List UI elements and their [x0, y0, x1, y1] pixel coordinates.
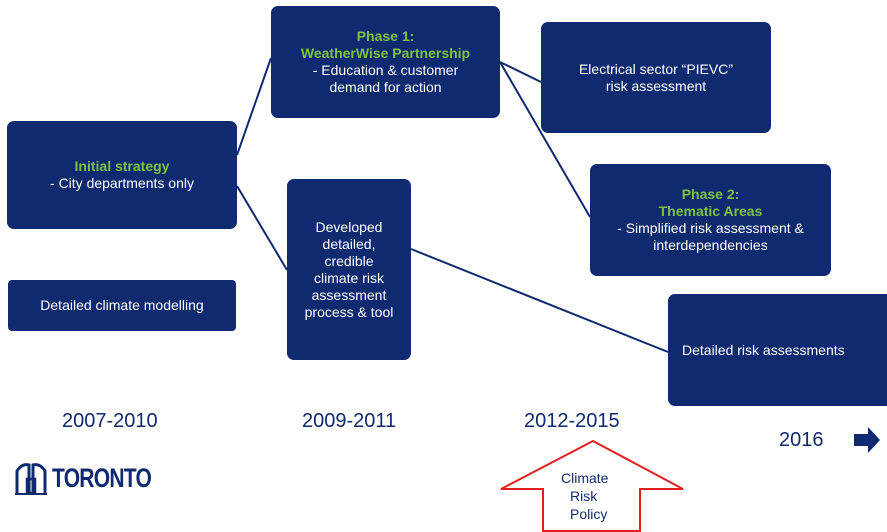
- box-detailed-climate-modelling: Detailed climate modelling: [8, 280, 236, 331]
- phase1-heading-2: WeatherWise Partnership: [300, 45, 471, 61]
- pievc-line-2: risk assessment: [605, 77, 707, 94]
- pievc-line-1: Electrical sector “PIEVC”: [578, 60, 734, 77]
- developed-line-5: assessment: [311, 286, 387, 303]
- policy-label: Climate Risk Policy: [558, 469, 618, 523]
- phase1-text-1: - Education & customer: [312, 62, 459, 78]
- detailed-risk-text: Detailed risk assessments: [682, 341, 845, 358]
- year-label-2009-2011: 2009-2011: [302, 410, 397, 432]
- phase2-heading-2: Thematic Areas: [658, 203, 763, 219]
- policy-line-2: Risk: [570, 488, 598, 504]
- city-hall-icon: [15, 463, 47, 495]
- box-initial-strategy: Initial strategy - City departments only: [7, 121, 237, 229]
- policy-line-1: Climate: [561, 470, 609, 486]
- phase2-text-1: - Simplified risk assessment &: [617, 220, 804, 236]
- developed-line-1: Developed: [315, 218, 383, 235]
- modelling-text: Detailed climate modelling: [40, 297, 204, 313]
- developed-line-4: climate risk: [313, 269, 384, 286]
- year-label-2007-2010: 2007-2010: [62, 410, 158, 432]
- developed-line-2: detailed,: [322, 235, 376, 252]
- arrow-right-icon: [854, 427, 880, 453]
- box-phase2: Phase 2: Thematic Areas - Simplified ris…: [590, 164, 831, 276]
- phase2-heading-1: Phase 2:: [681, 186, 740, 202]
- toronto-logo: TORONTO: [14, 458, 179, 498]
- initial-strategy-heading: Initial strategy: [74, 158, 170, 174]
- box-developed-tool: Developed detailed, credible climate ris…: [287, 179, 411, 360]
- initial-strategy-text: - City departments only: [50, 175, 194, 191]
- year-label-2012-2015: 2012-2015: [524, 410, 620, 432]
- developed-line-3: credible: [324, 252, 374, 269]
- connector-initial-to-phase1: [236, 57, 272, 156]
- box-pievc: Electrical sector “PIEVC” risk assessmen…: [541, 22, 771, 133]
- box-detailed-risk-assessments: Detailed risk assessments: [668, 294, 887, 406]
- phase2-text-2: interdependencies: [653, 237, 768, 253]
- connector-initial-to-developed: [236, 185, 288, 271]
- policy-line-3: Policy: [570, 506, 608, 522]
- connector-phase1-to-pievc: [499, 61, 542, 83]
- developed-line-6: process & tool: [304, 303, 394, 320]
- year-label-2016: 2016: [779, 429, 824, 451]
- phase1-heading-1: Phase 1:: [356, 28, 415, 44]
- box-phase1: Phase 1: WeatherWise Partnership - Educa…: [271, 6, 500, 118]
- phase1-text-2: demand for action: [329, 79, 442, 95]
- toronto-wordmark: TORONTO: [52, 462, 152, 493]
